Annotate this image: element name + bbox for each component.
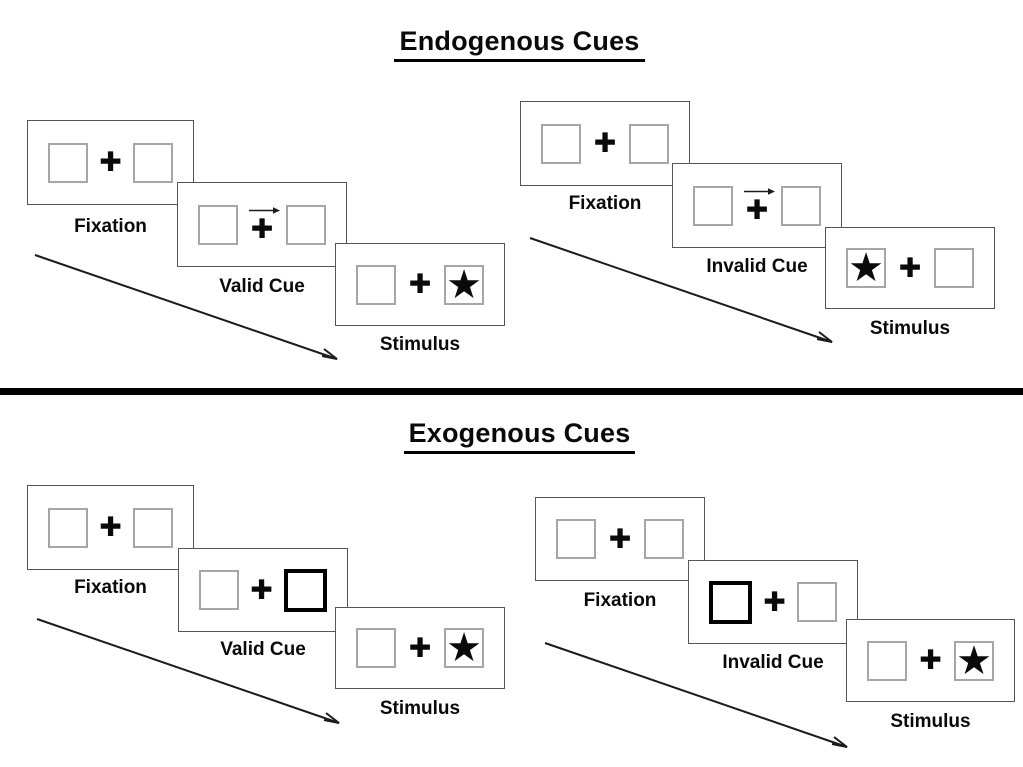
left-placeholder-box <box>556 519 596 559</box>
exo-invalid-fixation-panel: ✚ <box>535 497 705 581</box>
fixation-cross: ✚ <box>409 271 432 298</box>
timeline-arrow <box>36 618 340 724</box>
panel-label: Stimulus <box>869 318 951 339</box>
exo-valid-fixation-panel: ✚ <box>27 485 194 570</box>
left-placeholder-box <box>867 640 907 681</box>
fixation-cross-icon: ✚ <box>593 128 617 159</box>
star-box: ★ <box>444 628 484 668</box>
star-icon: ★ <box>446 625 482 671</box>
fixation-cross-icon: ✚ <box>250 574 273 606</box>
section-title-text: Exogenous Cues <box>403 418 636 454</box>
star-box: ★ <box>444 261 484 308</box>
right-placeholder-box <box>133 142 173 183</box>
panel-label: Fixation <box>74 216 147 237</box>
fixation-cross-icon: ✚ <box>745 195 769 226</box>
fixation-cross: ✚ <box>594 130 617 157</box>
fixation-cross-icon: ✚ <box>763 586 786 618</box>
fixation-cross-icon: ✚ <box>608 523 632 555</box>
exo-valid-stimulus-panel: ✚ ★ <box>335 607 505 689</box>
fixation-cross-icon: ✚ <box>898 252 922 284</box>
cue-arrow-icon <box>249 207 280 214</box>
endo-valid-fixation-panel: ✚ <box>27 120 194 205</box>
endo-valid-stimulus-panel: ✚ ★ <box>335 243 505 326</box>
endo-invalid-stimulus-panel: ★ ✚ <box>825 227 995 309</box>
left-placeholder-box <box>199 570 239 610</box>
panel-label: Invalid Cue <box>722 652 824 673</box>
right-placeholder-box <box>934 248 974 288</box>
star-icon: ★ <box>446 261 482 308</box>
panel-label: Fixation <box>74 577 147 598</box>
left-placeholder-box <box>198 204 238 245</box>
right-placeholder-box <box>133 507 173 548</box>
star-box: ★ <box>846 248 886 288</box>
fixation-cross-icon: ✚ <box>408 632 432 664</box>
left-placeholder-box <box>356 628 396 668</box>
right-placeholder-box <box>797 582 837 622</box>
endo-invalid-cue-panel: ✚ <box>672 163 842 248</box>
section-title-endogenous: Endogenous Cues <box>0 26 1023 62</box>
fixation-cross: ✚ <box>409 635 432 662</box>
exo-invalid-stimulus-panel: ✚ ★ <box>846 619 1015 702</box>
right-placeholder-box <box>286 204 326 245</box>
fixation-cross: ✚ <box>763 589 786 616</box>
section-divider <box>0 388 1023 395</box>
fixation-cross-icon: ✚ <box>919 645 942 676</box>
fixation-cross: ✚ <box>99 149 122 176</box>
exo-valid-cue-panel: ✚ <box>178 548 348 632</box>
section-title-text: Endogenous Cues <box>394 26 645 62</box>
fixation-cross: ✚ <box>899 255 922 282</box>
endo-invalid-fixation-panel: ✚ <box>520 101 690 186</box>
star-icon: ★ <box>956 637 992 684</box>
fixation-cross: ✚ <box>99 514 122 541</box>
cue-highlight-box <box>709 580 752 624</box>
fixation-cross-icon: ✚ <box>408 269 432 300</box>
left-placeholder-box <box>356 264 396 305</box>
panel-label: Fixation <box>568 193 642 214</box>
left-placeholder-box <box>48 142 88 183</box>
right-placeholder-box <box>644 519 684 559</box>
panel-label: Stimulus <box>379 698 461 719</box>
fixation-cross-icon: ✚ <box>99 512 122 543</box>
panel-label: Valid Cue <box>219 276 305 297</box>
panel-label: Valid Cue <box>220 639 306 660</box>
fixation-cross-icon: ✚ <box>99 147 122 178</box>
fixation-cross: ✚ <box>250 577 273 604</box>
section-title-exogenous: Exogenous Cues <box>0 418 1023 454</box>
endo-valid-cue-panel: ✚ <box>177 182 347 267</box>
left-placeholder-box <box>693 185 733 226</box>
star-icon: ★ <box>848 245 884 291</box>
timeline-arrow <box>34 254 338 360</box>
exo-invalid-cue-panel: ✚ <box>688 560 858 644</box>
timeline-arrow <box>529 237 833 343</box>
right-placeholder-box <box>781 185 821 226</box>
panel-label: Invalid Cue <box>706 256 808 277</box>
fixation-cross-icon: ✚ <box>250 214 274 245</box>
cue-arrow-icon <box>744 188 775 195</box>
right-placeholder-box <box>629 123 669 164</box>
central-cue: ✚ <box>246 206 280 245</box>
fixation-cross: ✚ <box>919 647 942 674</box>
central-cue: ✚ <box>741 187 775 226</box>
panel-label: Stimulus <box>890 711 971 732</box>
fixation-cross: ✚ <box>609 526 632 553</box>
left-placeholder-box <box>541 123 581 164</box>
panel-label: Fixation <box>583 590 657 611</box>
panel-label: Stimulus <box>379 334 461 355</box>
cue-highlight-box <box>284 568 327 612</box>
star-box: ★ <box>954 637 994 684</box>
left-placeholder-box <box>48 507 88 548</box>
